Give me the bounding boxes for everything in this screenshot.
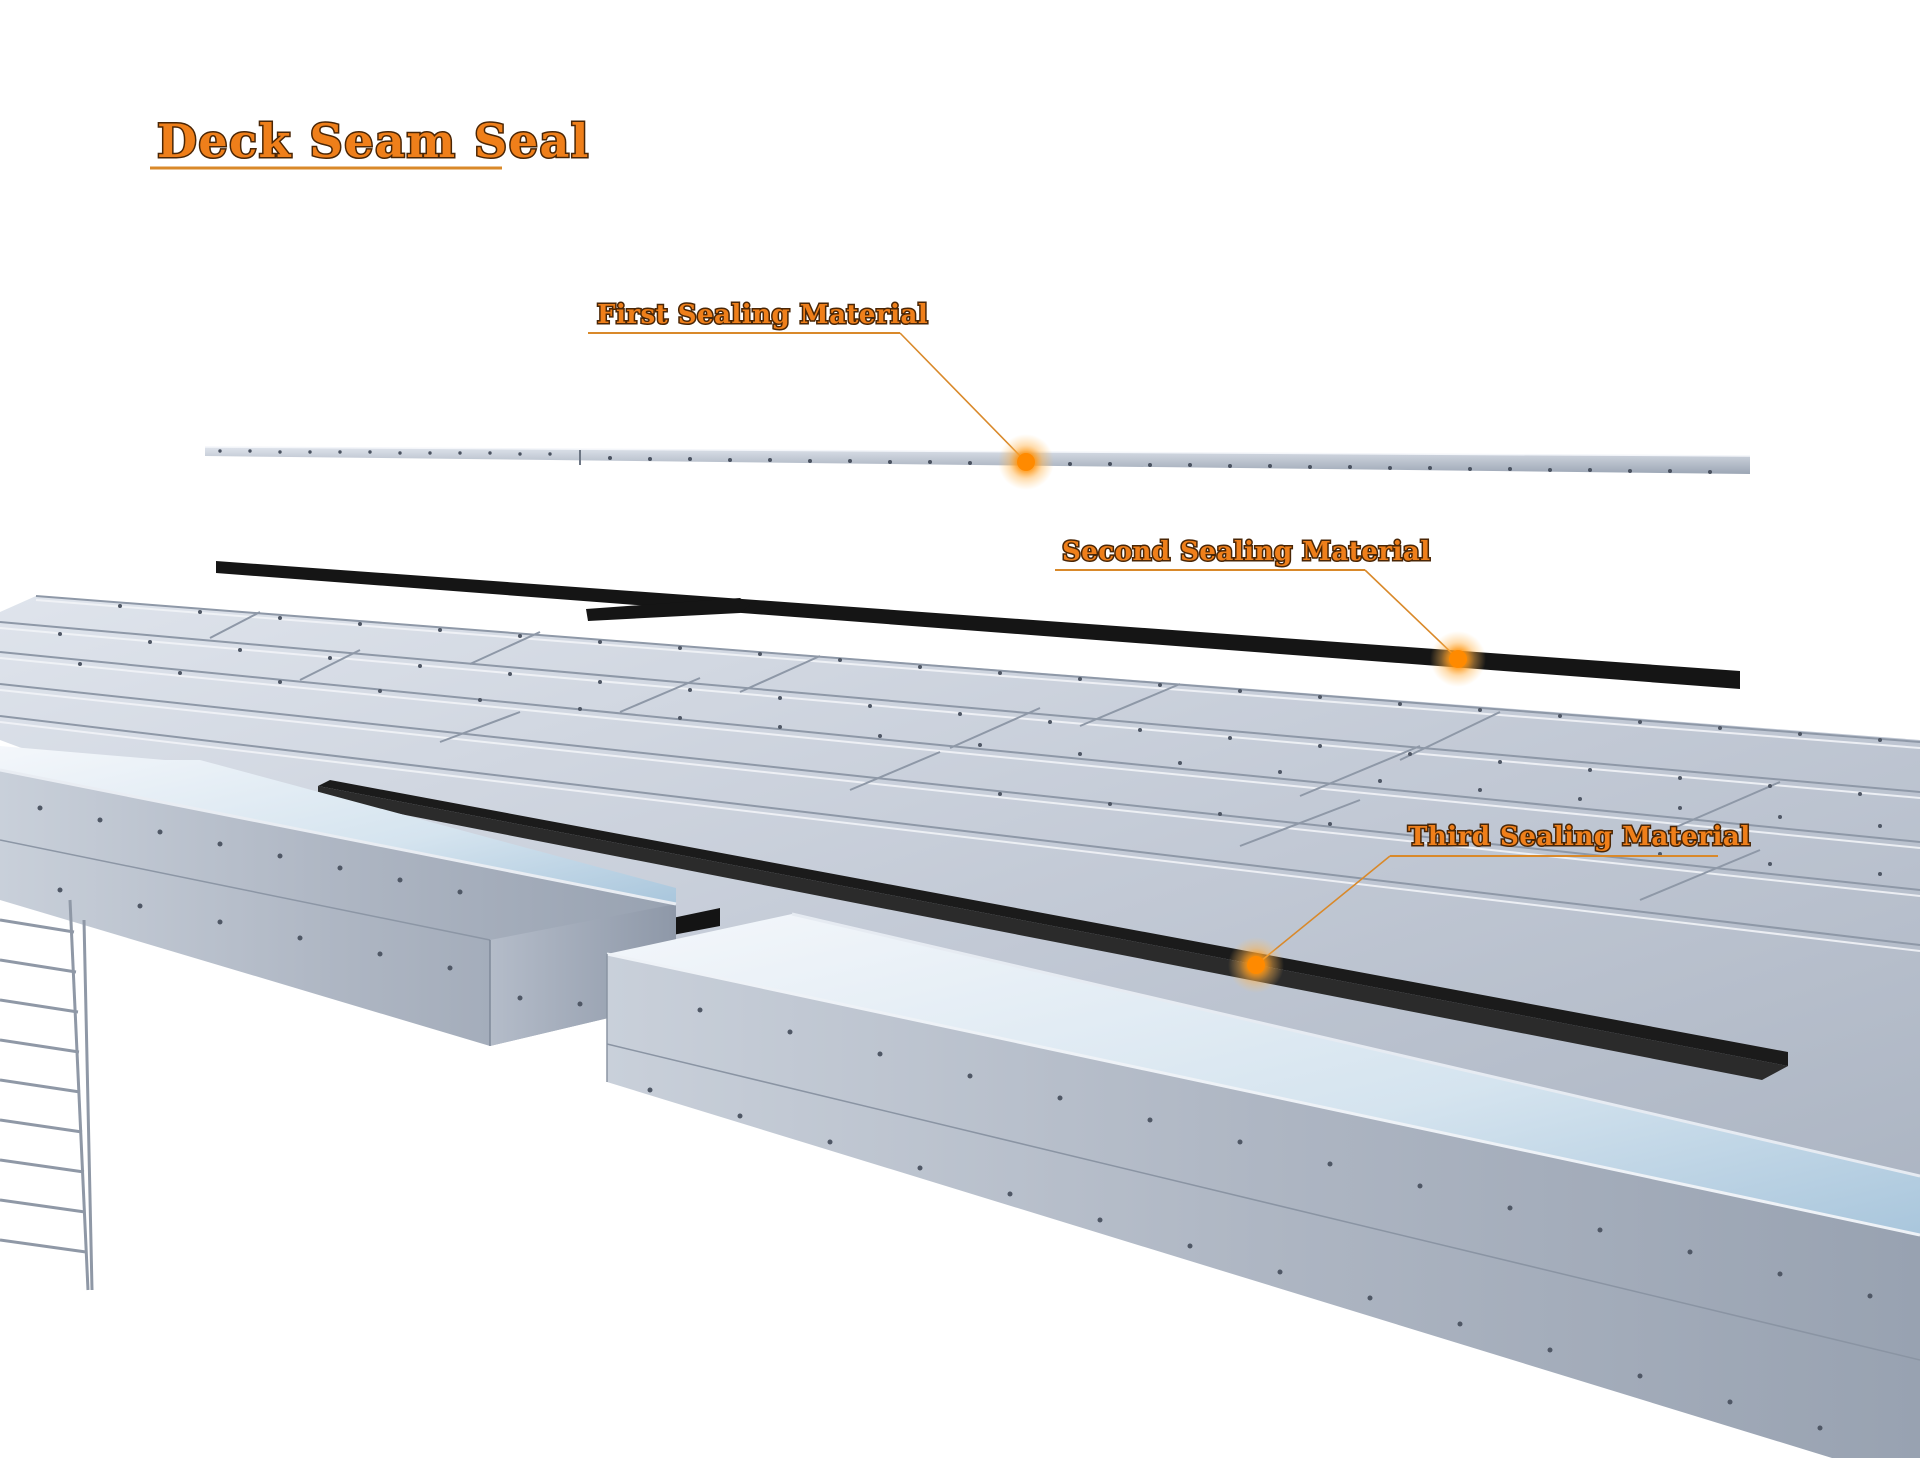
callout-first-marker [1017, 453, 1035, 471]
callout-third-label: Third Sealing Material [1408, 822, 1751, 852]
callout-second-sealing-material: Second Sealing Material [1055, 536, 1486, 687]
callout-first-sealing-material: First Sealing Material [588, 299, 1054, 490]
second-sealing-strip [216, 561, 1740, 689]
diagram-title: Deck Seam Seal [150, 113, 590, 170]
callout-third-sealing-material: Third Sealing Material [1228, 821, 1752, 993]
front-deck-module [606, 912, 1920, 1458]
callout-second-label: Second Sealing Material [1062, 537, 1431, 567]
first-sealing-strip [204, 446, 1751, 474]
callout-third-marker [1247, 956, 1265, 974]
ladder [0, 899, 94, 1291]
left-deck-module [0, 746, 677, 1046]
callout-first-leader [899, 332, 1027, 463]
title-text: Deck Seam Seal [157, 114, 590, 168]
callout-third-leader [1255, 855, 1391, 966]
callout-second-marker [1449, 650, 1467, 668]
callout-first-label: First Sealing Material [597, 300, 928, 330]
